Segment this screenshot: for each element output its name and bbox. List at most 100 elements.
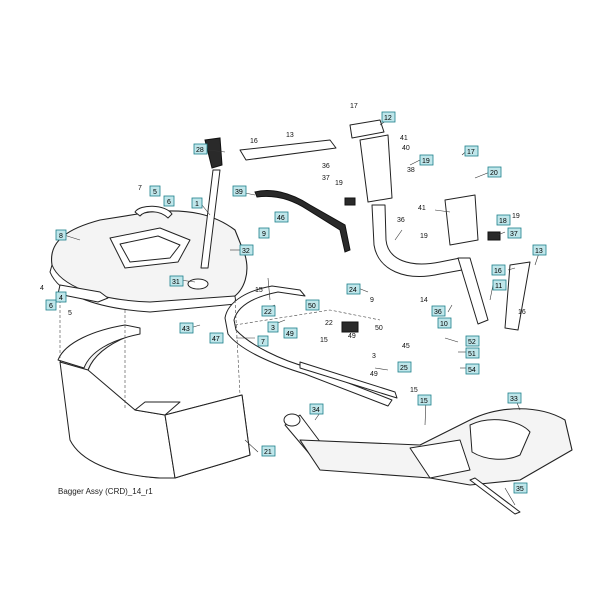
label-49b: 49 [370,371,378,378]
svg-text:38: 38 [0,0,8,2]
label-49a: 49 [348,333,356,340]
svg-text:8: 8 [59,233,63,240]
callout-22: 22 [261,305,276,317]
svg-text:52: 52 [468,339,476,346]
callout-52: 52 [465,335,480,347]
svg-text:6: 6 [49,303,53,310]
callout-4: 4 [55,291,67,303]
label-45: 45 [402,343,410,350]
callout-51: 51 [465,347,480,359]
label-41b: 41 [418,205,426,212]
svg-text:7: 7 [261,339,265,346]
label-22b: 22 [325,320,333,327]
label-15a: 15 [255,287,263,294]
diagram-caption: Bagger Assy (CRD)_14_r1 [58,487,153,496]
svg-text:6: 6 [167,199,171,206]
callout-11: 11 [492,279,507,291]
svg-text:16: 16 [494,268,502,275]
svg-text:22: 22 [264,309,272,316]
svg-text:35: 35 [516,486,524,493]
callout-54: 54 [465,363,480,375]
side-plate [504,261,531,331]
label-7: 7 [138,185,142,192]
block-37a [344,197,356,206]
callout-8: 8 [55,229,67,241]
callout-18: 18 [496,214,511,226]
callout-16: 16 [491,264,506,276]
svg-text:51: 51 [468,351,476,358]
callout-1: 1 [191,197,203,209]
label-5: 5 [68,310,72,317]
svg-text:47: 47 [212,336,220,343]
callout-33: 33 [507,392,522,404]
callout-50: 50 [305,299,320,311]
upper-bracket [239,119,385,161]
callout-34: 34 [309,403,324,415]
svg-text:49: 49 [286,331,294,338]
plain-callouts: 16 13 17 41 40 36 37 38 19 41 36 19 19 1… [40,103,526,394]
svg-text:10: 10 [440,321,448,328]
label-19c: 19 [512,213,520,220]
callout-35: 35 [513,482,528,494]
svg-text:12: 12 [384,115,392,122]
callout-28: 28 [193,143,208,155]
callout-7: 7 [257,335,269,347]
svg-text:5: 5 [153,189,157,196]
svg-text:36: 36 [434,309,442,316]
label-17: 17 [350,103,358,110]
svg-text:2: 2 [0,0,4,2]
label-38: 38 [407,167,415,174]
callout-38: 38 [0,0,8,2]
tube-frame [359,134,489,325]
label-19b: 19 [420,233,428,240]
svg-text:43: 43 [182,326,190,333]
label-15b: 15 [320,337,328,344]
callout-17: 17 [464,145,479,157]
svg-text:21: 21 [264,449,272,456]
callout-9: 9 [258,227,270,239]
label-13: 13 [286,132,294,139]
callout-31: 31 [169,275,184,287]
svg-text:28: 28 [196,147,204,154]
label-19a: 19 [335,180,343,187]
callout-6b: 6 [45,299,57,311]
callout-37: 37 [507,227,522,239]
mount-plate [341,321,359,333]
boxed-callouts: 28 1 39 5 6 8 9 46 32 31 4 6 43 47 22 3 … [0,0,547,494]
label-50: 50 [375,325,383,332]
svg-text:33: 33 [510,396,518,403]
svg-text:31: 31 [172,279,180,286]
svg-text:34: 34 [312,407,320,414]
svg-text:20: 20 [490,170,498,177]
callout-47: 47 [209,332,224,344]
label-3: 3 [372,353,376,360]
bagger-lid [49,210,248,313]
top-bar [254,190,351,253]
pin [469,477,521,515]
chute-assembly [299,408,573,486]
block-37b [487,231,501,241]
callout-12: 12 [381,111,396,123]
callout-25: 25 [397,361,412,373]
label-36b: 36 [397,217,405,224]
support-rod [200,137,223,269]
label-40: 40 [402,145,410,152]
label-36: 36 [322,163,330,170]
bag-frame [224,285,398,407]
svg-text:17: 17 [467,149,475,156]
svg-text:54: 54 [468,367,476,374]
label-14: 14 [420,297,428,304]
lid-handle [134,205,173,219]
callout-49: 49 [283,327,298,339]
svg-text:19: 19 [422,158,430,165]
callout-3a: 3 [267,321,279,333]
svg-text:39: 39 [235,189,243,196]
svg-text:46: 46 [277,215,285,222]
callout-13: 13 [532,244,547,256]
callout-2: 2 [0,0,4,2]
svg-text:25: 25 [400,365,408,372]
label-4: 4 [40,285,44,292]
svg-text:1: 1 [195,201,199,208]
svg-text:3: 3 [271,325,275,332]
